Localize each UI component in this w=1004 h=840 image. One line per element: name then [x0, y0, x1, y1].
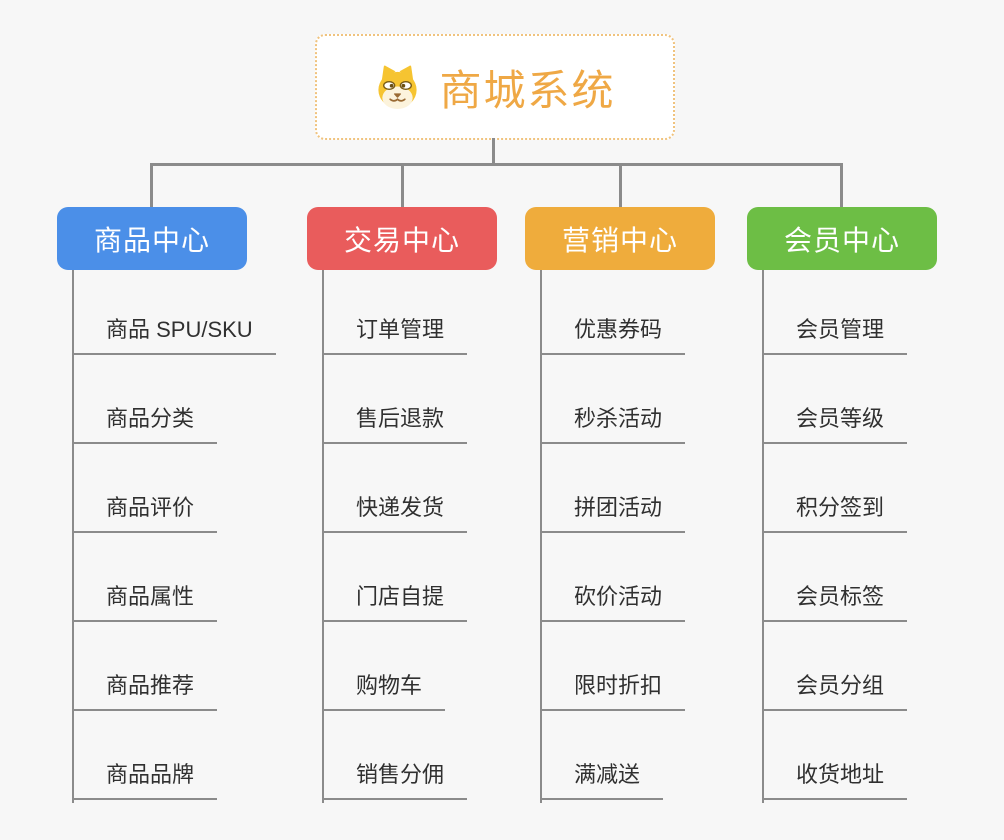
leaf-label: 订单管理	[322, 312, 468, 355]
branch-header-products[interactable]: 商品中心	[57, 207, 247, 270]
leaf-label: 门店自提	[322, 579, 468, 622]
leaf-node[interactable]: 满减送	[540, 711, 685, 800]
leaf-node[interactable]: 购物车	[322, 622, 467, 711]
leaf-node[interactable]: 会员管理	[762, 270, 908, 355]
leaf-node[interactable]: 会员分组	[762, 622, 908, 711]
leaf-node[interactable]: 商品推荐	[72, 622, 276, 711]
root-title: 商城系统	[439, 66, 616, 114]
branch-trade: 交易中心 订单管理 售后退款 快递发货 门店自提 购物车 销售分佣	[307, 207, 537, 803]
connector-drop-trade	[401, 163, 404, 209]
leaf-label: 会员分组	[762, 668, 908, 711]
leaf-node[interactable]: 会员标签	[762, 533, 908, 622]
branch-header-trade[interactable]: 交易中心	[307, 207, 497, 270]
leaf-node[interactable]: 优惠券码	[540, 270, 686, 355]
leaf-node[interactable]: 限时折扣	[540, 622, 686, 711]
branch-marketing: 营销中心 优惠券码 秒杀活动 拼团活动 砍价活动 限时折扣 满减送	[525, 207, 755, 803]
connector-drop-member	[840, 163, 843, 209]
connector-root-drop	[492, 138, 495, 165]
dog-face-icon	[378, 65, 418, 110]
leaf-node[interactable]: 收货地址	[762, 711, 908, 800]
leaf-label: 商品品牌	[72, 757, 218, 800]
leaf-label: 商品评价	[72, 490, 218, 533]
leaf-node[interactable]: 秒杀活动	[540, 355, 686, 444]
branch-line-marketing	[540, 270, 542, 803]
branch-header-member[interactable]: 会员中心	[747, 207, 937, 270]
leaf-label: 商品 SPU/SKU	[72, 312, 276, 355]
leaf-label: 满减送	[540, 757, 664, 800]
leaf-label: 收货地址	[762, 757, 908, 800]
leaf-label: 会员管理	[762, 312, 908, 355]
leaf-node[interactable]: 商品 SPU/SKU	[72, 270, 276, 355]
branch-line-member	[762, 270, 764, 803]
leaf-label: 砍价活动	[540, 579, 686, 622]
leaf-label: 拼团活动	[540, 490, 686, 533]
leaf-node[interactable]: 拼团活动	[540, 444, 686, 533]
branch-member: 会员中心 会员管理 会员等级 积分签到 会员标签 会员分组 收货地址	[747, 207, 977, 803]
root-node[interactable]: 商城系统	[315, 34, 675, 140]
leaf-node[interactable]: 商品分类	[72, 355, 276, 444]
leaf-node[interactable]: 快递发货	[322, 444, 468, 533]
leaf-node[interactable]: 商品评价	[72, 444, 276, 533]
connector-drop-marketing	[619, 163, 622, 209]
connector-drop-products	[150, 163, 153, 209]
branch-header-marketing[interactable]: 营销中心	[525, 207, 715, 270]
leaf-label: 会员等级	[762, 401, 908, 444]
leaf-label: 会员标签	[762, 579, 908, 622]
leaf-label: 商品属性	[72, 579, 218, 622]
leaf-node[interactable]: 砍价活动	[540, 533, 686, 622]
branch-line-trade	[322, 270, 324, 803]
leaf-node[interactable]: 会员等级	[762, 355, 908, 444]
leaf-label: 限时折扣	[540, 668, 686, 711]
leaf-label: 优惠券码	[540, 312, 686, 355]
leaf-label: 销售分佣	[322, 757, 468, 800]
leaf-label: 积分签到	[762, 490, 908, 533]
leaf-node[interactable]: 销售分佣	[322, 711, 468, 800]
leaf-node[interactable]: 商品属性	[72, 533, 276, 622]
leaf-node[interactable]: 售后退款	[322, 355, 468, 444]
leaf-label: 秒杀活动	[540, 401, 686, 444]
connector-trunk	[150, 163, 843, 166]
leaf-label: 商品推荐	[72, 668, 218, 711]
branch-products: 商品中心 商品 SPU/SKU 商品分类 商品评价 商品属性 商品推荐 商品品牌	[57, 207, 287, 803]
leaf-node[interactable]: 门店自提	[322, 533, 468, 622]
branch-line-products	[72, 270, 74, 803]
leaf-node[interactable]: 积分签到	[762, 444, 908, 533]
leaf-label: 购物车	[322, 668, 446, 711]
leaf-label: 快递发货	[322, 490, 468, 533]
leaf-node[interactable]: 商品品牌	[72, 711, 276, 800]
leaf-label: 售后退款	[322, 401, 468, 444]
leaf-label: 商品分类	[72, 401, 218, 444]
leaf-node[interactable]: 订单管理	[322, 270, 468, 355]
